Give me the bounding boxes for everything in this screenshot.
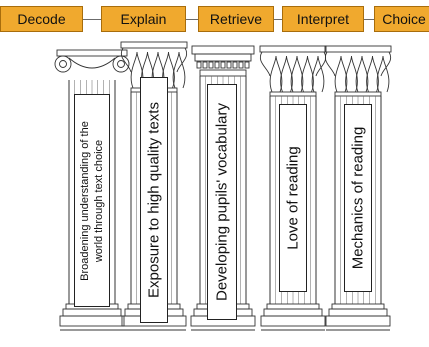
base-torus-lower (62, 308, 122, 317)
acanthus-leaf (311, 55, 325, 93)
step-label: Retrieve (209, 11, 263, 27)
acanthus-leaf (301, 55, 314, 93)
corinthian-scroll-left (120, 47, 132, 73)
doric-dentil (196, 61, 202, 69)
base-torus-upper (331, 303, 385, 310)
corinthian-scroll-right (380, 51, 392, 77)
step-decode: Decode (0, 6, 83, 32)
acanthus-leaf (141, 51, 154, 89)
corinthian-necking (269, 91, 317, 97)
corinthian-scroll-left (259, 51, 271, 77)
corinthian-abacus (120, 41, 188, 49)
corinthian-abacus (259, 45, 327, 53)
doric-dentil (226, 61, 232, 69)
doric-dentil (232, 61, 238, 69)
base-torus-upper (266, 303, 320, 310)
acanthus-leaf (162, 51, 175, 89)
doric-dentil (220, 61, 226, 69)
acanthus-leaf (376, 55, 390, 93)
step-interpret: Interpret (282, 6, 364, 32)
doric-necking (199, 69, 247, 77)
acanthus-leaf (334, 55, 348, 93)
corinthian-necking (334, 91, 382, 97)
pillar-label-line: Love of reading (284, 146, 302, 250)
pillar-label-line: Broadening understanding of the (79, 120, 91, 281)
pillar-label-love-of-reading: Love of reading (279, 104, 307, 292)
acanthus-leaf (172, 51, 186, 89)
doric-dentil (208, 61, 214, 69)
base-plinth (325, 315, 391, 327)
step-retrieve: Retrieve (198, 6, 274, 32)
pillar-label-line: Mechanics of reading (349, 126, 367, 270)
base-plinth (59, 315, 125, 327)
base-torus-lower (328, 308, 388, 317)
pillar-label-world-text-choice: Broadening understanding of the world th… (74, 94, 110, 307)
pillar-label-high-quality-texts: Exposure to high quality texts (140, 77, 168, 323)
acanthus-leaf (269, 55, 283, 93)
ionic-volute-left-inner (59, 60, 67, 68)
corinthian-scroll-left (324, 51, 336, 77)
corinthian-scroll-right (176, 47, 188, 73)
pillar-label-line: world through text choice (93, 139, 105, 262)
step-choice: Choice (374, 6, 429, 32)
doric-dentil (244, 61, 250, 69)
doric-abacus (191, 45, 255, 55)
corinthian-abacus (324, 45, 392, 53)
acanthus-leaf (151, 51, 165, 89)
acanthus-leaf (290, 55, 304, 93)
pillar-label-vocabulary: Developing pupils' vocabulary (207, 84, 237, 320)
ionic-volute-left (54, 55, 72, 73)
doric-echinus (194, 53, 252, 62)
base-torus-lower (263, 308, 323, 317)
step-label: Decode (17, 11, 66, 27)
acanthus-leaf (280, 55, 293, 93)
step-label: Choice (382, 11, 426, 27)
doric-dentil (202, 61, 208, 69)
ionic-volute-right (112, 55, 130, 73)
step-label: Explain (120, 11, 167, 27)
corinthian-scroll-right (315, 51, 327, 77)
ionic-volute-right-inner (117, 60, 125, 68)
ionic-echinus (68, 57, 116, 69)
pillar-label-line: Developing pupils' vocabulary (213, 103, 231, 301)
step-explain: Explain (101, 6, 186, 32)
pillar-label-mechanics-of-reading: Mechanics of reading (344, 104, 372, 292)
acanthus-leaf (345, 55, 358, 93)
acanthus-leaf (366, 55, 379, 93)
base-plinth (260, 315, 326, 327)
doric-dentil (238, 61, 244, 69)
ionic-capital-abacus (56, 49, 128, 57)
acanthus-leaf (355, 55, 369, 93)
doric-dentil (214, 61, 220, 69)
pillar-label-line: Exposure to high quality texts (145, 102, 163, 298)
acanthus-leaf (130, 51, 144, 89)
step-label: Interpret (296, 11, 350, 27)
